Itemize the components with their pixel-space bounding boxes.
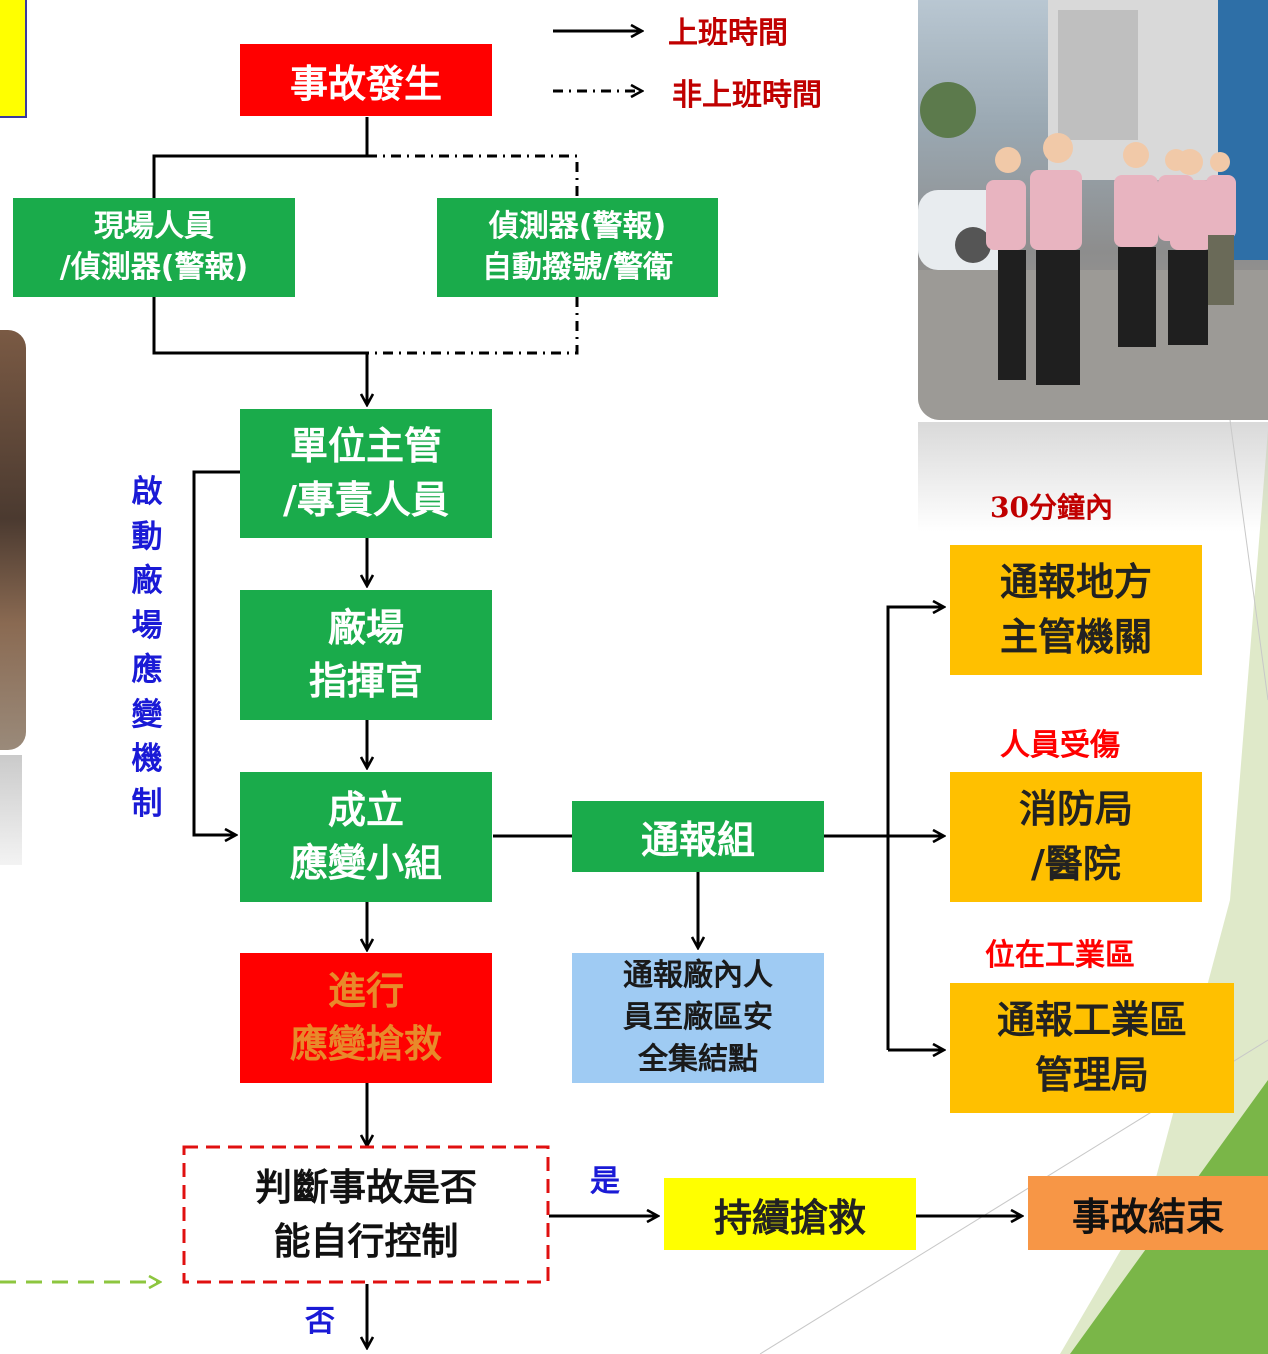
label-industrial-zone: 位在工業區 [985,938,1135,973]
node-judge-control: 判斷事故是否 能自行控制 [255,1166,477,1263]
node-incident: 事故發生 [240,44,492,116]
connector-merge [152,297,367,405]
connector-dashdot-merge [367,297,579,355]
label-yes: 是 [590,1164,620,1199]
label-no: 否 [305,1304,335,1339]
legend-off-hours: 非上班時間 [672,78,822,113]
node-incident-end: 事故結束 [1028,1176,1268,1250]
label-injury: 人員受傷 [1000,728,1120,763]
node-detector-autodial: 偵測器(警報) 自動撥號/警衛 [437,198,718,297]
legend-work-hours: 上班時間 [668,16,788,51]
node-emergency-rescue: 進行 應變搶救 [240,953,492,1083]
node-notify-group: 通報組 [572,801,824,872]
node-local-authority: 通報地方 主管機關 [950,545,1202,675]
node-site-commander: 廠場 指揮官 [240,590,492,720]
node-assembly-point: 通報廠內人 員至廠區安 全集結點 [572,953,824,1083]
left-photo-reflection [0,755,22,865]
mechanism-loop [192,470,240,835]
team-photo-art [918,0,1268,420]
node-onsite-staff: 現場人員 /偵測器(警報) [13,198,295,297]
left-photo [0,330,26,750]
accent-light-shape [1060,430,1268,1354]
node-continue-rescue: 持續搶救 [664,1178,916,1250]
judge-box-border [182,1145,550,1284]
team-photo [918,0,1268,420]
label-start-mechanism: 啟 動 廠 場 應 變 機 制 [131,474,163,822]
team-photo-reflection [918,422,1268,532]
connector-solid [152,117,369,198]
node-response-team: 成立 應變小組 [240,772,492,902]
node-industrial-bureau: 通報工業區 管理局 [950,983,1234,1113]
cropped-yellow-note [0,0,27,118]
label-within-30-min: 30分鐘內 [990,491,1113,524]
node-fire-hospital: 消防局 /醫院 [950,772,1202,902]
node-unit-supervisor: 單位主管 /專責人員 [240,409,492,538]
connector-dashdot [367,154,579,198]
